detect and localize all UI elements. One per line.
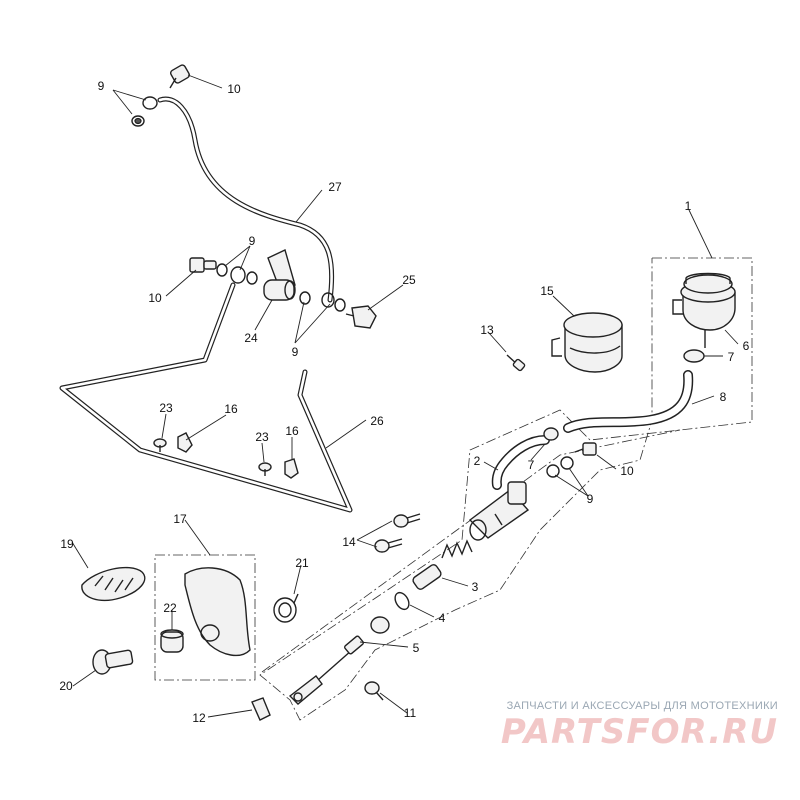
rivet-23-left xyxy=(153,438,167,452)
bolt-11 xyxy=(364,681,384,701)
callout-9-lower-right: 9 xyxy=(587,492,594,506)
assembly-boundaries xyxy=(154,257,753,721)
callout-25: 25 xyxy=(402,273,416,287)
callout-23-middle: 23 xyxy=(255,430,269,444)
callout-4: 4 xyxy=(439,611,446,625)
banjo-bolt-10-top xyxy=(169,64,191,89)
pedal-rubber-19 xyxy=(81,566,146,602)
callout-8: 8 xyxy=(720,390,727,404)
callout-27: 27 xyxy=(328,180,342,194)
leader-lines xyxy=(71,74,739,718)
callout-9-right: 9 xyxy=(292,345,299,359)
pipe-sleeve-24 xyxy=(263,249,296,301)
site-watermark: ЗАПЧАСТИ И АКСЕССУАРЫ ДЛЯ МОТОТЕХНИКИ PA… xyxy=(478,700,778,752)
watermark-caption: ЗАПЧАСТИ И АКСЕССУАРЫ ДЛЯ МОТОТЕХНИКИ xyxy=(506,700,778,712)
callout-16-left: 16 xyxy=(224,402,238,416)
callout-3: 3 xyxy=(472,580,479,594)
callout-16-middle: 16 xyxy=(285,424,299,438)
pedal-group-boundary xyxy=(154,554,256,681)
callout-15: 15 xyxy=(540,284,554,298)
callout-10-left: 10 xyxy=(148,291,162,305)
brake-pedal-17 xyxy=(184,567,251,657)
watermark-logo: PARTSFOR.RU xyxy=(500,712,778,752)
callout-5: 5 xyxy=(413,641,420,655)
callout-9-top: 9 xyxy=(98,79,105,93)
pipe-clip-16-middle xyxy=(284,458,299,479)
banjo-bolt-10-right xyxy=(574,442,597,456)
reservoir-6 xyxy=(672,272,736,348)
pivot-bush-22 xyxy=(160,629,184,653)
hose-2 xyxy=(491,435,550,490)
callout-labels: 9 10 27 9 10 24 9 25 26 23 16 23 16 15 1… xyxy=(59,79,749,725)
callout-20: 20 xyxy=(59,679,73,693)
piston-spring-3 xyxy=(412,539,473,590)
callout-26: 26 xyxy=(370,414,384,428)
hose-clip-7-lower xyxy=(543,427,559,441)
callout-10-top: 10 xyxy=(227,82,241,96)
reservoir-15 xyxy=(551,312,623,373)
callout-11: 11 xyxy=(404,706,417,720)
banjo-bolt-10-left xyxy=(189,257,217,273)
bolts-14 xyxy=(374,513,421,553)
circlip-4 xyxy=(394,591,410,611)
pipe-clip-16-left xyxy=(177,432,193,453)
master-cylinder-axis xyxy=(261,429,681,673)
callout-7-lower: 7 xyxy=(528,458,535,472)
hose-8 xyxy=(563,370,694,433)
sealing-washers-9-left xyxy=(216,263,258,285)
callout-17: 17 xyxy=(173,512,187,526)
callout-12: 12 xyxy=(192,711,206,725)
callout-1: 1 xyxy=(685,199,692,213)
callout-14: 14 xyxy=(342,535,356,549)
sealing-washers-9-right xyxy=(299,291,346,312)
callout-21: 21 xyxy=(295,556,309,570)
brake-pipe-27 xyxy=(157,96,335,303)
pivot-bolt-20 xyxy=(92,649,134,675)
return-spring-21 xyxy=(273,593,299,623)
pushrod-5 xyxy=(288,616,390,705)
callout-24: 24 xyxy=(244,331,258,345)
callout-22: 22 xyxy=(163,601,177,615)
callout-9-middle: 9 xyxy=(249,234,256,248)
sealing-washers-9-lower-right xyxy=(546,456,574,478)
pressure-switch-25 xyxy=(345,305,377,329)
master-cylinder-body xyxy=(468,481,530,541)
callout-6: 6 xyxy=(743,339,750,353)
callout-7-upper: 7 xyxy=(728,350,735,364)
pin-12 xyxy=(251,697,271,721)
callout-13: 13 xyxy=(480,323,494,337)
callout-2: 2 xyxy=(474,454,481,468)
reservoir-group-boundary xyxy=(259,257,753,721)
screw-13 xyxy=(506,354,526,372)
hose-clip-7-upper xyxy=(683,349,705,363)
rivet-23-middle xyxy=(258,462,272,476)
callout-19: 19 xyxy=(60,537,74,551)
brake-pipe-26 xyxy=(59,282,353,513)
callout-10-right: 10 xyxy=(620,464,634,478)
callout-23-left: 23 xyxy=(159,401,173,415)
sealing-washers-9-top xyxy=(131,96,158,127)
